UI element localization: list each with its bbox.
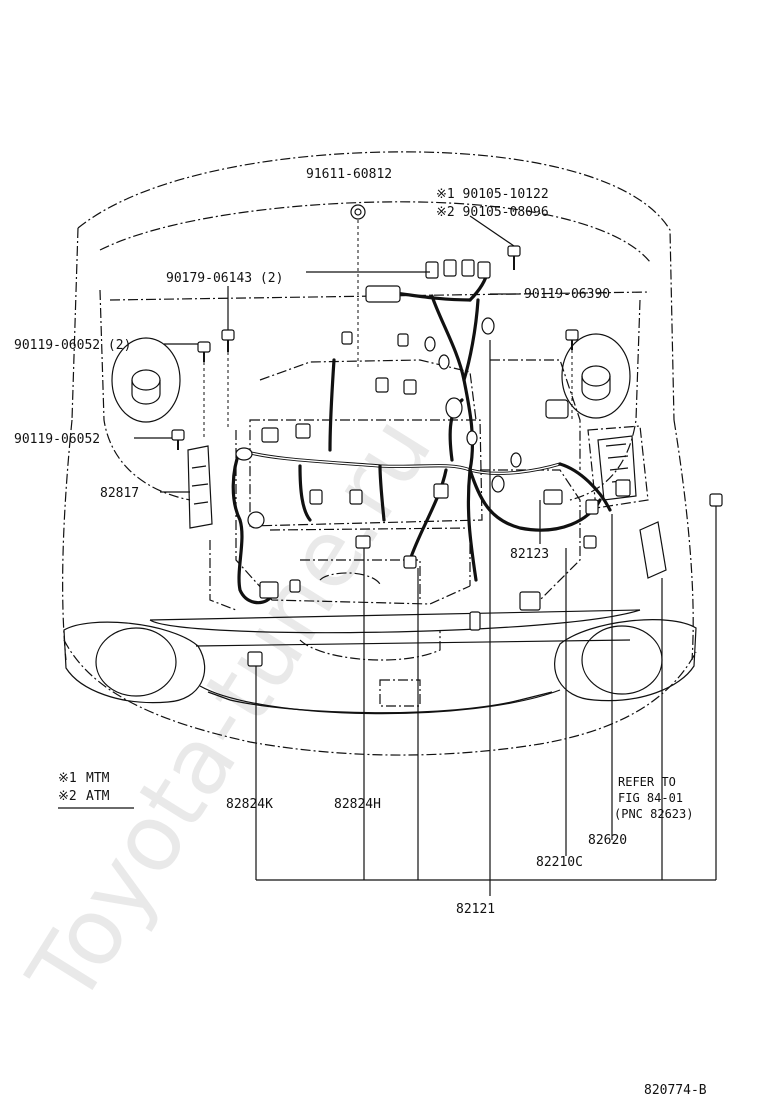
- callout-82824H: 82824H: [334, 797, 381, 812]
- fasteners: [171, 204, 723, 507]
- callout-91611-60812: 91611-60812: [306, 167, 392, 182]
- callout-90119-06052-x2: 90119-06052 (2): [14, 338, 131, 353]
- bolt-icon: [197, 341, 211, 362]
- watermark: Toyota-tune.ru: [7, 399, 452, 1023]
- callout-90179-06143: 90179-06143 (2): [166, 271, 283, 286]
- clip-icon: [709, 493, 723, 507]
- legend: ※1 MTM ※2 ATM: [58, 771, 110, 804]
- left-headlamp: [63, 621, 206, 704]
- callout-82121: 82121: [456, 902, 495, 917]
- refer-line-1: REFER TO: [618, 775, 676, 789]
- callout-90105-10122-mtm: ※1 90105-10122: [436, 187, 549, 202]
- watermark-text: Toyota-tune.ru: [7, 399, 452, 1023]
- callout-90119-06052: 90119-06052: [14, 432, 100, 447]
- leader-lines: [58, 215, 717, 896]
- legend-text-1: MTM: [86, 771, 110, 786]
- callout-82210C: 82210C: [536, 855, 583, 870]
- legend-text-2: ATM: [86, 789, 110, 804]
- plug-icon: [350, 204, 366, 220]
- engine-block: [187, 359, 667, 707]
- bolt-icon: [171, 429, 185, 450]
- bolt-icon: [221, 329, 235, 352]
- callout-labels: 91611-60812 ※1 90105-10122 ※2 90105-0809…: [14, 167, 693, 917]
- harness-connectors: [235, 259, 631, 667]
- legend-mark-1: ※1: [58, 771, 77, 786]
- callout-82817: 82817: [100, 486, 139, 501]
- callout-82620: 82620: [588, 833, 627, 848]
- figure-id: 820774-B: [644, 1083, 707, 1098]
- legend-mark-2: ※2: [58, 789, 77, 804]
- refer-line-2: FIG 84-01: [618, 791, 683, 805]
- refer-line-3: (PNC 82623): [614, 807, 693, 821]
- callout-82824K: 82824K: [226, 797, 273, 812]
- bolt-icon: [507, 245, 521, 270]
- car-body-outline: [62, 151, 697, 756]
- bolt-icon: [565, 329, 579, 350]
- callout-90105-08096-atm: ※2 90105-08096: [436, 205, 549, 220]
- callout-90119-06390: 90119-06390: [524, 287, 610, 302]
- callout-82123: 82123: [510, 547, 549, 562]
- right-headlamp: [554, 619, 697, 702]
